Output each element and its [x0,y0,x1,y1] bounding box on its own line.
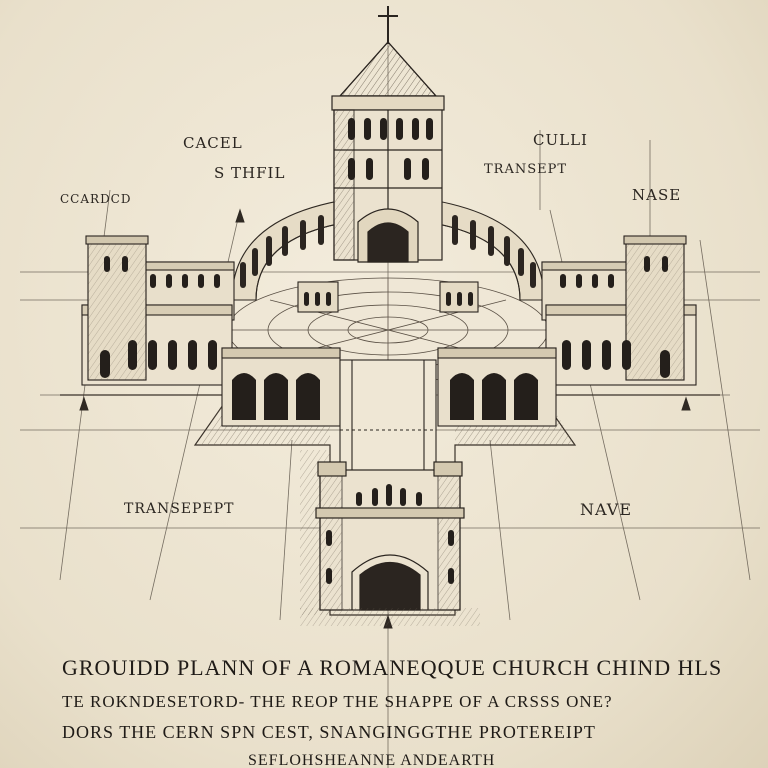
caption-line-4: SEFLOHSHEANNE ANDEARTH [248,752,496,768]
tower-portal [357,208,419,263]
caption-line-3: DORS THE CERN SPN CEST, SNANGINGGTHE PRO… [62,722,596,742]
label-cacel: CACEL [183,134,243,152]
tower-windows [348,118,433,180]
tower-cross [378,6,398,44]
label-culli: CULLI [533,131,588,149]
label-ccardcd: CCARDCD [60,192,132,206]
left-wing [81,235,235,386]
label-nave: NAVE [580,500,632,519]
label-transepept: TRANSEPEPT [124,501,235,517]
apse-arches [240,215,536,288]
caption-line-1: GROUIDD PLANN OF A ROMANEQQUE CHURCH CHI… [62,655,723,680]
ground-hatching [300,608,480,626]
crossing-arcade-openings [232,292,538,420]
right-wing-windows [560,256,670,378]
label-transept-top: TRANSEPT [484,162,568,177]
label-nase: NASE [632,186,682,204]
facade-windows [326,484,454,584]
label-s-thfil: S THFIL [214,164,286,182]
left-wing-windows [100,256,220,378]
caption-line-2: TE ROKNDESETORD- THE REOP THE SHAPPE OF … [62,692,613,711]
